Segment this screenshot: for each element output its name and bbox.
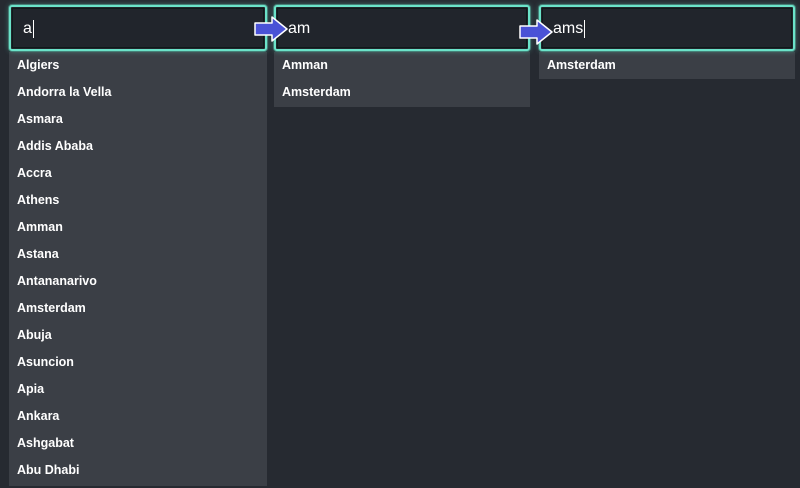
- search-input-3[interactable]: ams: [539, 5, 795, 51]
- suggestion-item[interactable]: Addis Ababa: [17, 139, 93, 153]
- suggestion-item[interactable]: Abu Dhabi: [17, 463, 80, 477]
- search-input-value: ams: [553, 20, 586, 38]
- suggestion-item[interactable]: Accra: [17, 166, 52, 180]
- suggestion-list-1: Algiers Andorra la Vella Asmara Addis Ab…: [9, 52, 267, 486]
- suggestion-item[interactable]: Amman: [282, 58, 328, 72]
- suggestion-item[interactable]: Amsterdam: [282, 85, 351, 99]
- autocomplete-panel-1: a Algiers Andorra la Vella Asmara Addis …: [9, 5, 267, 486]
- suggestion-item[interactable]: Astana: [17, 247, 59, 261]
- suggestion-item[interactable]: Amsterdam: [547, 58, 616, 72]
- suggestion-item[interactable]: Andorra la Vella: [17, 85, 112, 99]
- suggestion-item[interactable]: Asmara: [17, 112, 63, 126]
- text-caret: [584, 20, 586, 38]
- search-input-2[interactable]: am: [274, 5, 530, 51]
- autocomplete-panel-2: am Amman Amsterdam: [274, 5, 530, 107]
- suggestion-item[interactable]: Amsterdam: [17, 301, 86, 315]
- suggestion-item[interactable]: Abuja: [17, 328, 52, 342]
- suggestion-item[interactable]: Ankara: [17, 409, 60, 423]
- suggestion-item[interactable]: Apia: [17, 382, 45, 396]
- suggestion-item[interactable]: Ashgabat: [17, 436, 74, 450]
- suggestion-item[interactable]: Algiers: [17, 58, 60, 72]
- autocomplete-panel-3: ams Amsterdam: [539, 5, 795, 79]
- text-caret: [32, 20, 34, 38]
- search-input-value: am: [288, 20, 311, 37]
- suggestion-list-2: Amman Amsterdam: [274, 52, 530, 107]
- suggestion-item[interactable]: Athens: [17, 193, 60, 207]
- suggestion-item[interactable]: Amman: [17, 220, 63, 234]
- right-arrow-icon: [254, 16, 288, 42]
- suggestion-item[interactable]: Asuncion: [17, 355, 74, 369]
- search-input-1[interactable]: a: [9, 5, 267, 51]
- search-input-value: a: [23, 20, 34, 38]
- suggestion-list-3: Amsterdam: [539, 52, 795, 79]
- right-arrow-icon: [519, 19, 553, 45]
- suggestion-item[interactable]: Antananarivo: [17, 274, 97, 288]
